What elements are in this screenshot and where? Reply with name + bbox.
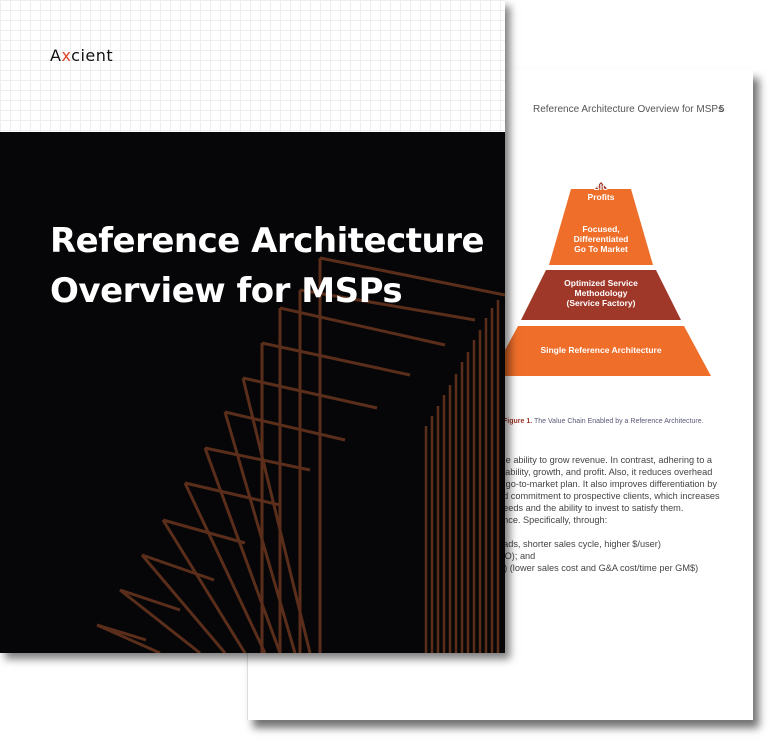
axcient-logo: Axcient bbox=[50, 46, 114, 65]
pyramid-tier-2 bbox=[549, 189, 653, 265]
cover-grid-header: Axcient bbox=[0, 0, 505, 132]
body-paragraph: the ability to grow revenue. In contrast… bbox=[498, 455, 720, 525]
pyramid-tier-3 bbox=[521, 270, 681, 320]
pyramid-tier-4-label: Single Reference Architecture bbox=[540, 345, 662, 355]
page-number: 5 bbox=[719, 104, 725, 115]
figure-caption: Figure 1. The Value Chain Enabled by a R… bbox=[503, 418, 704, 425]
cover-page: Axcient bbox=[0, 0, 505, 653]
pyramid-tier-3-label: Optimized Service Methodology (Service F… bbox=[564, 278, 638, 308]
body-list: eads, shorter sales cycle, higher $/user… bbox=[498, 539, 699, 573]
pyramid-tier-1-label: BIC Profits bbox=[587, 182, 615, 202]
cover-title: Reference Architecture Overview for MSPs bbox=[50, 221, 485, 311]
value-chain-pyramid bbox=[491, 182, 711, 376]
pyramid-tier-2-label: Focused, Differentiated Go To Market bbox=[573, 224, 629, 254]
cover-line-art bbox=[96, 256, 505, 653]
pyramid-tier-4 bbox=[491, 326, 711, 376]
running-head: Reference Architecture Overview for MSPs bbox=[533, 104, 724, 115]
